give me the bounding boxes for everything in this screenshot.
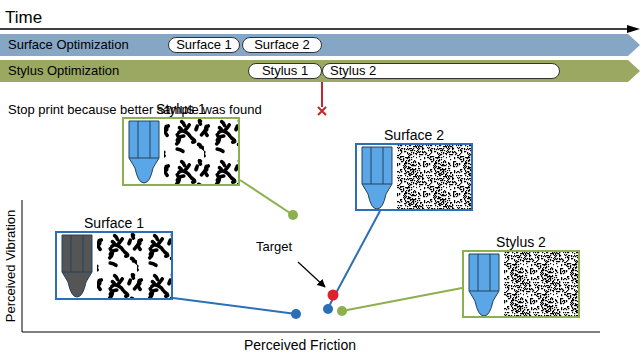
sample-illustration xyxy=(124,119,238,184)
sample-box: Stylus 2 xyxy=(462,250,580,318)
sample-dot xyxy=(323,304,333,314)
pill-label: Surface 2 xyxy=(254,38,310,52)
stop-note: Stop print because better sample was fou… xyxy=(8,103,262,118)
sample-illustration xyxy=(357,145,471,209)
sample-dot xyxy=(291,309,301,319)
timeline-band: Stylus Optimization Stylus 1 Stylus 2 xyxy=(0,60,640,82)
sample-box: Surface 2 xyxy=(355,143,473,211)
sample-pill: Surface 1 xyxy=(168,37,240,53)
time-axis xyxy=(0,28,628,30)
leader-line xyxy=(173,298,296,314)
sample-illustration xyxy=(464,252,578,316)
sample-dot xyxy=(288,210,298,220)
leader-line xyxy=(342,288,462,311)
pill-label: Surface 1 xyxy=(176,38,232,52)
band-title: Surface Optimization xyxy=(8,37,129,53)
sample-box: Surface 1 xyxy=(55,231,173,300)
box-heading: Surface 2 xyxy=(347,127,481,143)
time-arrowhead xyxy=(627,25,640,33)
sample-pill: Stylus 1 xyxy=(248,63,322,79)
axis-label: Perceived Vibration xyxy=(4,210,19,323)
leader-line xyxy=(240,180,293,215)
leader-line xyxy=(328,211,380,308)
x-axis xyxy=(22,332,600,333)
box-heading: Surface 1 xyxy=(47,215,181,231)
sample-pill: Surface 2 xyxy=(242,37,322,53)
axis-label: Perceived Friction xyxy=(244,337,356,353)
sample-illustration xyxy=(57,233,171,298)
box-heading: Stylus 2 xyxy=(454,234,588,250)
sample-pill: Stylus 2 xyxy=(322,63,560,79)
pill-label: Stylus 1 xyxy=(262,64,308,78)
timeline-band: Surface Optimization Surface 1 Surface 2 xyxy=(0,34,640,56)
pill-label: Stylus 2 xyxy=(330,64,376,78)
sample-dot xyxy=(337,306,347,316)
target-arrow xyxy=(298,262,325,287)
time-label: Time xyxy=(5,8,42,28)
stop-cross xyxy=(318,107,326,115)
target-label: Target xyxy=(256,240,292,255)
y-axis xyxy=(22,200,23,332)
band-title: Stylus Optimization xyxy=(8,63,119,79)
sample-box: Stylus 1 xyxy=(122,117,240,186)
stop-line xyxy=(321,82,323,107)
target-dot xyxy=(328,290,339,301)
